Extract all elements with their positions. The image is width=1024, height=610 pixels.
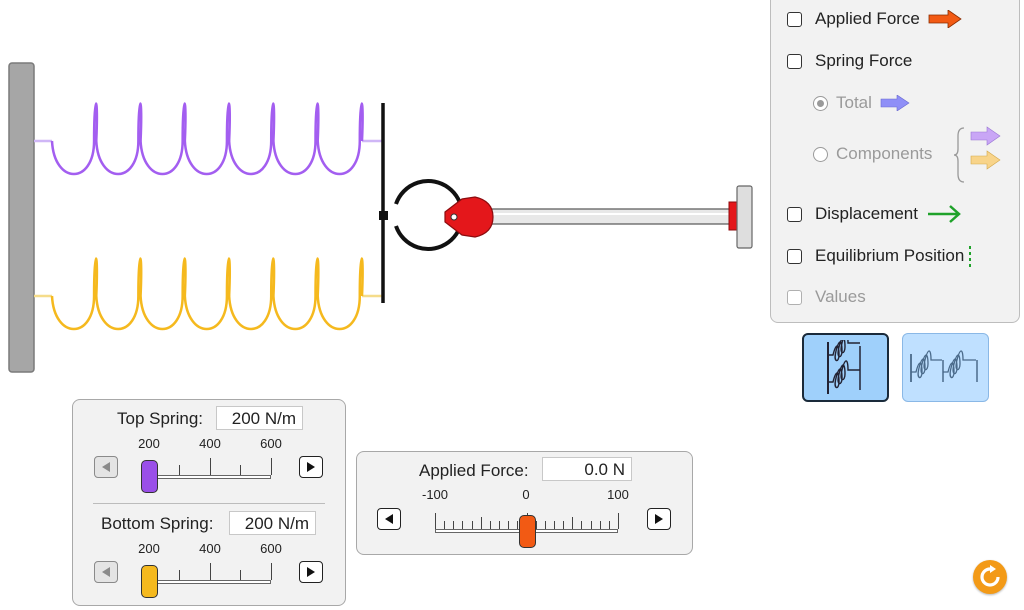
applied-force-slider-tick [517, 521, 519, 529]
top-spring-tick-label: 400 [199, 436, 221, 451]
applied-force-checkbox[interactable] [787, 11, 802, 27]
applied-force-arrow-icon [928, 10, 962, 28]
applied-force-slider-tick [563, 521, 565, 529]
applied-force-tick-label: 100 [607, 487, 629, 502]
applied-force-slider-tick [535, 521, 537, 529]
top-spring-label: Top Spring: [117, 409, 203, 428]
applied-force-slider-tick [499, 521, 501, 529]
total-force-arrow-icon [880, 95, 910, 111]
displacement-option[interactable]: Displacement [787, 201, 962, 227]
total-label: Total [836, 93, 872, 112]
equilibrium-position-label: Equilibrium Position [815, 246, 965, 265]
spring-force-label: Spring Force [815, 51, 913, 70]
bottom-spring-label: Bottom Spring: [101, 514, 214, 533]
applied-force-slider-tick [489, 521, 491, 529]
applied-force-slider-thumb[interactable] [518, 515, 536, 548]
robotic-arm[interactable] [444, 185, 753, 249]
top-spring-slider-thumb[interactable] [141, 460, 158, 493]
top-spring-tick-label: 200 [138, 436, 160, 451]
total-radio-option[interactable]: Total [813, 90, 910, 116]
applied-force-slider-tick [471, 521, 473, 529]
values-option[interactable]: Values [787, 284, 866, 310]
applied-force-slider-tick [435, 513, 436, 529]
left-arrow-icon [102, 567, 110, 577]
bottom-spring-tick-label: 600 [260, 541, 282, 556]
equilibrium-marker-icon [969, 246, 972, 267]
right-arrow-icon [307, 462, 315, 472]
bottom-spring-value: 200 N/m [229, 511, 316, 535]
bottom-spring-tick-label: 200 [138, 541, 160, 556]
bottom-spring-tick-label: 400 [199, 541, 221, 556]
bottom-spring-slider-track[interactable] [149, 580, 271, 584]
top-spring-decrease-button[interactable] [94, 456, 118, 478]
applied-force-tick-label: -100 [421, 487, 449, 502]
applied-force-slider-tick [608, 521, 610, 529]
components-radio-option[interactable]: Components [813, 141, 932, 167]
applied-force-slider-tick [572, 517, 574, 529]
applied-force-slider-tick [544, 521, 546, 529]
top-spring-slider-track[interactable] [149, 475, 271, 479]
applied-force-slider-tick [462, 521, 464, 529]
applied-force-slider-tick [444, 521, 446, 529]
left-arrow-icon [385, 514, 393, 524]
left-arrow-icon [102, 462, 110, 472]
series-springs-icon [909, 349, 978, 382]
displacement-arrow-icon [928, 205, 961, 223]
bottom-spring-increase-button[interactable] [299, 561, 323, 583]
applied-force-slider-tick [453, 521, 455, 529]
parallel-springs-button[interactable] [802, 333, 889, 402]
applied-force-slider-tick [590, 521, 592, 529]
bottom-spring-decrease-button[interactable] [94, 561, 118, 583]
spring-force-checkbox[interactable] [787, 53, 802, 69]
values-checkbox[interactable] [787, 289, 802, 305]
applied-force-label: Applied Force [815, 9, 920, 28]
applied-force-panel: Applied Force: 0.0 N -100 0 100 [356, 451, 693, 555]
top-spring-value: 200 N/m [216, 406, 303, 430]
right-arrow-icon [655, 514, 663, 524]
top-spring-tick-label: 600 [260, 436, 282, 451]
options-panel: Applied Force Spring Force Total Compone… [770, 0, 1020, 323]
reset-icon [980, 565, 1000, 587]
bottom-spring-slider-thumb[interactable] [141, 565, 158, 598]
bottom-spring [34, 257, 383, 331]
displacement-label: Displacement [815, 204, 918, 223]
top-spring-increase-button[interactable] [299, 456, 323, 478]
applied-force-label: Applied Force: [419, 461, 529, 480]
values-label: Values [815, 287, 866, 306]
applied-force-slider-tick [508, 521, 510, 529]
components-radio[interactable] [813, 146, 828, 162]
equilibrium-position-checkbox[interactable] [787, 248, 802, 264]
right-arrow-icon [307, 567, 315, 577]
components-arrows-icon [954, 126, 1001, 183]
applied-force-slider-tick [480, 517, 482, 529]
applied-force-slider-tick [618, 513, 619, 529]
reset-all-button[interactable] [973, 560, 1007, 594]
applied-force-value: 0.0 N [542, 457, 632, 481]
applied-force-slider-tick [581, 521, 583, 529]
applied-force-increase-button[interactable] [647, 508, 671, 530]
applied-force-slider-tick [599, 521, 601, 529]
applied-force-tick-label: 0 [522, 487, 530, 502]
components-label: Components [836, 144, 933, 163]
wall [8, 62, 35, 373]
series-springs-button[interactable] [902, 333, 989, 402]
spring-constants-panel: Top Spring: 200 N/m 200 400 600 Bottom S… [72, 399, 346, 606]
applied-force-option[interactable]: Applied Force [787, 6, 962, 32]
applied-force-decrease-button[interactable] [377, 508, 401, 530]
applied-force-slider-tick [553, 521, 555, 529]
spring-force-option[interactable]: Spring Force [787, 48, 912, 74]
displacement-checkbox[interactable] [787, 206, 802, 222]
parallel-springs-icon [826, 339, 861, 394]
equilibrium-position-option[interactable]: Equilibrium Position [787, 243, 972, 269]
top-spring [34, 102, 383, 176]
total-radio[interactable] [813, 95, 828, 111]
